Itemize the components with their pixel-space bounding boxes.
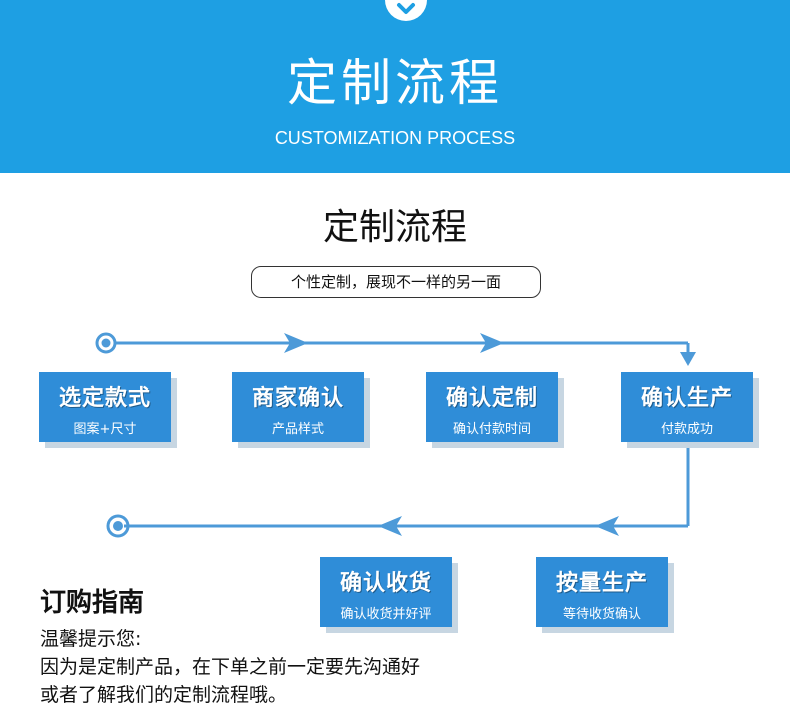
step-desc: 付款成功 — [660, 422, 713, 437]
step-confirm-customization: 确认定制 确认付款时间 — [426, 372, 558, 442]
step-select-style: 选定款式 图案+尺寸 — [39, 372, 171, 442]
section-title: 定制流程 — [322, 207, 467, 248]
header-banner: 定制流程 CUSTOMIZATION PROCESS — [0, 0, 790, 173]
step-name: 确认生产 — [640, 386, 733, 411]
chevron-down-icon — [385, 0, 427, 21]
step-desc: 等待收货确认 — [562, 607, 641, 622]
step-desc: 确认收货并好评 — [340, 607, 432, 622]
start-node-icon — [95, 332, 117, 354]
arrow-right-icon — [284, 333, 308, 353]
guide-line: 或者了解我们的定制流程哦。 — [40, 684, 288, 706]
step-desc: 确认付款时间 — [452, 422, 531, 437]
banner-title: 定制流程 — [287, 54, 503, 112]
arrow-left-icon — [595, 516, 619, 536]
step-desc: 图案+尺寸 — [73, 422, 137, 437]
guide-line: 因为是定制产品，在下单之前一定要先沟通好 — [40, 656, 421, 678]
step-confirm-receipt: 确认收货 确认收货并好评 — [320, 557, 452, 627]
step-desc: 产品样式 — [271, 422, 324, 437]
arrow-down-icon — [680, 352, 696, 366]
step-name: 按量生产 — [555, 571, 648, 596]
step-name: 选定款式 — [58, 386, 151, 411]
step-name: 商家确认 — [251, 386, 344, 411]
end-node-icon — [106, 514, 130, 538]
step-name: 确认定制 — [445, 386, 538, 411]
step-name: 确认收货 — [339, 571, 432, 596]
step-confirm-production: 确认生产 付款成功 — [621, 372, 753, 442]
step-mass-production: 按量生产 等待收货确认 — [536, 557, 668, 627]
arrow-left-icon — [378, 516, 402, 536]
guide-title: 订购指南 — [40, 588, 145, 618]
guide-line: 温馨提示您: — [40, 628, 142, 650]
tagline-pill: 个性定制，展现不一样的另一面 — [251, 266, 541, 298]
arrow-right-icon — [480, 333, 504, 353]
banner-subtitle: CUSTOMIZATION PROCESS — [274, 128, 516, 148]
step-merchant-confirm: 商家确认 产品样式 — [232, 372, 364, 442]
